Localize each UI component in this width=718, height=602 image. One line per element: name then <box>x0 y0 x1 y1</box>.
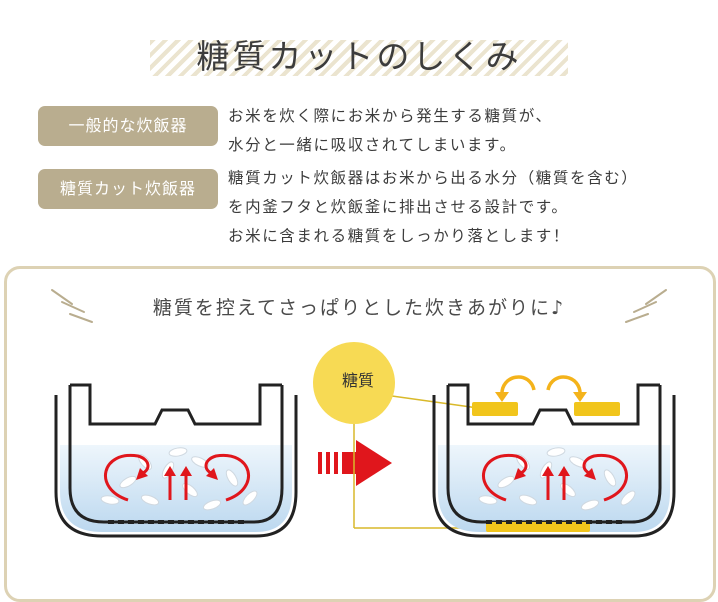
sparkle-right-icon <box>625 289 667 323</box>
collected-sugar-deposits <box>472 402 620 532</box>
tag-standard-cooker: 一般的な炊飯器 <box>38 106 218 146</box>
desc-line: を内釜フタと炊飯釜に排出させる設計です。 <box>228 198 569 216</box>
desc-line: 糖質カット炊飯器はお米から出る水分（糖質を含む） <box>228 169 639 187</box>
desc-line: 水分と一緒に吸収されてしまいます。 <box>228 136 517 154</box>
sugar-label: 糖質 <box>341 371 374 390</box>
title-decoration <box>150 40 568 76</box>
steam-circulation-arrows <box>104 453 250 502</box>
diagram-subtitle: 糖質を控えてさっぱりとした炊きあがりに♪ <box>152 297 566 319</box>
desc-line: お米に含まれる糖質をしっかり落とします！ <box>228 227 571 245</box>
standard-cooker-pot <box>54 383 298 538</box>
page-title: 糖質カットのしくみ <box>196 37 522 76</box>
sugar-exhaust-arrows <box>500 375 582 397</box>
tag-sugar-cut-cooker: 糖質カット炊飯器 <box>38 169 218 209</box>
transition-arrow <box>318 440 392 486</box>
diagram-panel <box>4 266 716 602</box>
sugar-cut-cooker-pot <box>432 375 676 538</box>
desc-standard-cooker: お米を炊く際にお米から発生する糖質が、 水分と一緒に吸収されてしまいます。 <box>228 102 553 160</box>
desc-line: お米を炊く際にお米から発生する糖質が、 <box>228 107 553 125</box>
sparkle-left-icon <box>51 289 93 323</box>
cooker-comparison-diagram <box>51 289 676 538</box>
desc-sugar-cut-cooker: 糖質カット炊飯器はお米から出る水分（糖質を含む） を内釜フタと炊飯釜に排出させる… <box>228 164 638 251</box>
